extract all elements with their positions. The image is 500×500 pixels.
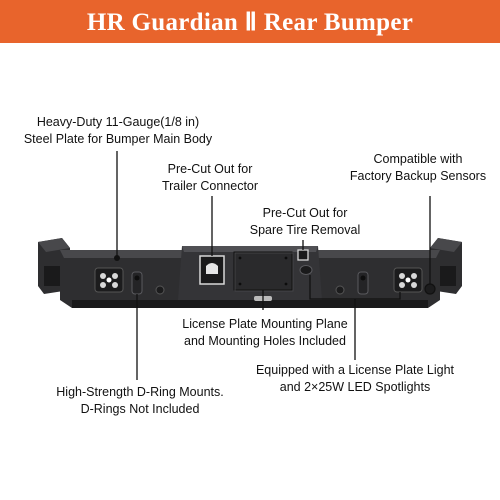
right-led-spotlight bbox=[393, 267, 423, 293]
spare-tire-cutout bbox=[297, 249, 309, 261]
backup-sensor bbox=[424, 283, 436, 295]
page-title: HR Guardian Ⅱ Rear Bumper bbox=[86, 8, 414, 36]
callout-spare-tire: Pre-Cut Out for Spare Tire Removal bbox=[249, 206, 361, 237]
callout-d-ring: High-Strength D-Ring Mounts. D-Rings Not… bbox=[56, 385, 224, 416]
license-plate-plane bbox=[233, 251, 294, 292]
callout-backup-sensors: Compatible with Factory Backup Sensors bbox=[349, 152, 487, 183]
leader-lines bbox=[114, 151, 431, 380]
callout-steel-plate: Heavy-Duty 11-Gauge(1/8 in) Steel Plate … bbox=[23, 115, 213, 146]
callout-trailer-connector: Pre-Cut Out for Trailer Connector bbox=[161, 162, 259, 193]
trailer-connector-cutout bbox=[199, 255, 225, 285]
d-ring-mounts bbox=[131, 271, 369, 295]
callout-led-light: Equipped with a License Plate Light and … bbox=[255, 363, 455, 394]
callout-license-plate: License Plate Mounting Plane and Mountin… bbox=[182, 317, 348, 348]
license-plate-light bbox=[299, 265, 313, 275]
title-banner: HR Guardian Ⅱ Rear Bumper bbox=[0, 0, 500, 43]
left-led-spotlight bbox=[94, 267, 124, 293]
